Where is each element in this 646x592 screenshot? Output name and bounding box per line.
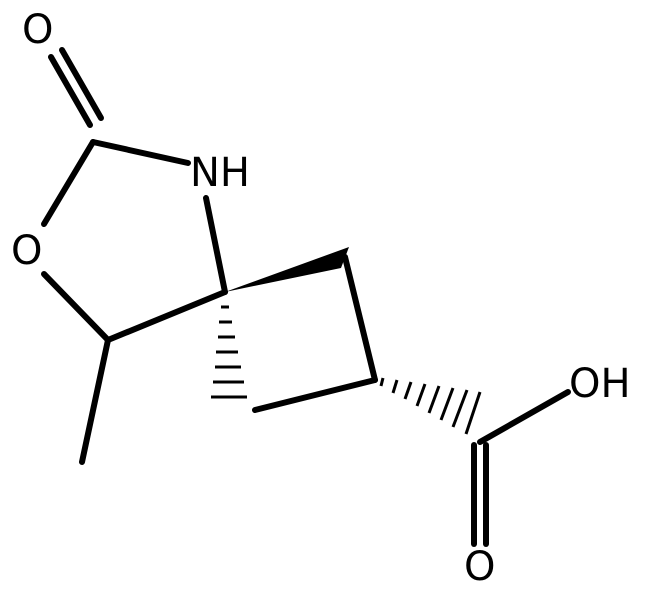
hydroxyl-label: OH (569, 361, 631, 407)
carbonyl-oxygen-label: O (22, 7, 53, 53)
bond-c-o-double-1 (48, 54, 93, 128)
bond-c-ring-o (41, 139, 96, 227)
wedge-bond-spiro (225, 247, 349, 292)
hashed-bond-spiro (211, 305, 247, 399)
bond-ring-o-ch (41, 271, 111, 343)
hashed-bond-carboxyl (379, 377, 482, 435)
nitrogen-label: NH (190, 150, 250, 196)
bond-n-spiro (203, 195, 228, 295)
ring-oxygen-label: O (11, 228, 42, 274)
bond-c-oh (477, 389, 571, 445)
bond-methyl (79, 337, 111, 465)
bond-ring-right (342, 254, 378, 383)
acid-carbonyl-oxygen-label: O (464, 544, 495, 590)
bond-ch-spiro (105, 289, 228, 343)
bond-c-n (90, 139, 191, 166)
bond-c-o-double-2 (59, 47, 104, 121)
bond-ring-bottom (252, 377, 378, 413)
